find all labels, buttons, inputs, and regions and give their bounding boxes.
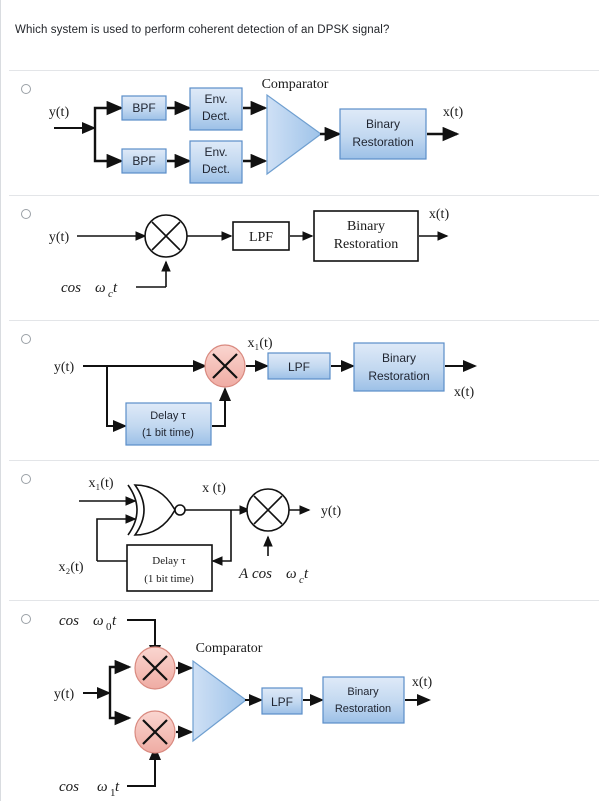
multiplier-x-glyph-top bbox=[142, 655, 168, 681]
label-carrier-bottom-t: t bbox=[115, 779, 120, 795]
label-env-top-1: Env. bbox=[204, 92, 227, 106]
label-binary-1: Binary bbox=[347, 686, 379, 698]
answer-option-a[interactable]: y(t) BPF BPF Env. Dect. Env. Dect. bbox=[9, 70, 599, 195]
label-carrier-bottom-subscript: 1 bbox=[110, 787, 116, 799]
label-input-y: y(t) bbox=[49, 230, 70, 245]
delay-box bbox=[125, 402, 212, 446]
binary-restoration-box bbox=[322, 676, 405, 724]
label-carrier-bottom-omega: ω bbox=[97, 779, 108, 795]
label-input-y: y(t) bbox=[49, 105, 70, 120]
binary-restoration-box bbox=[353, 342, 445, 392]
label-lpf: LPF bbox=[271, 695, 293, 709]
xnor-gate bbox=[127, 484, 186, 536]
label-carrier-subscript: c bbox=[108, 288, 113, 300]
label-gate-output-x: x (t) bbox=[202, 481, 226, 496]
multiplier-x-glyph bbox=[253, 495, 283, 525]
label-binary-1: Binary bbox=[366, 117, 400, 131]
answer-option-c[interactable]: y(t) Delay τ (1 bit time) x₁(t) LPF Bina… bbox=[9, 320, 599, 460]
label-binary-2: Restoration bbox=[335, 703, 391, 715]
label-carrier-bottom-cos: cos bbox=[59, 779, 79, 795]
label-carrier-cos: cos bbox=[61, 280, 81, 296]
label-carrier-omega: ω bbox=[95, 280, 106, 296]
label-delay-1: Delay τ bbox=[152, 555, 186, 567]
label-env-bottom-1: Env. bbox=[204, 145, 227, 159]
label-output-x: x(t) bbox=[412, 675, 433, 690]
label-comparator: Comparator bbox=[262, 77, 329, 92]
label-input-x2: x₂(t) bbox=[58, 560, 83, 575]
label-bpf-bottom: BPF bbox=[132, 154, 155, 168]
multiplier-x-glyph bbox=[212, 353, 238, 379]
label-binary-1: Binary bbox=[347, 219, 385, 234]
label-carrier-cos: cos bbox=[252, 566, 272, 582]
label-delay-2: (1 bit time) bbox=[142, 427, 194, 439]
label-carrier-top-t: t bbox=[112, 613, 117, 629]
label-carrier-t: t bbox=[113, 280, 118, 296]
label-comparator: Comparator bbox=[196, 641, 263, 656]
diagram-option-c: y(t) Delay τ (1 bit time) x₁(t) LPF Bina… bbox=[54, 336, 477, 446]
question-text: Which system is used to perform coherent… bbox=[15, 24, 390, 36]
label-delay-2: (1 bit time) bbox=[144, 573, 194, 585]
radio-option-a[interactable] bbox=[21, 84, 31, 94]
label-env-top-2: Dect. bbox=[202, 109, 230, 123]
label-output-x: x(t) bbox=[443, 105, 464, 120]
diagram-option-a: y(t) BPF BPF Env. Dect. Env. Dect. bbox=[49, 77, 464, 184]
label-env-bottom-2: Dect. bbox=[202, 162, 230, 176]
label-bpf-top: BPF bbox=[132, 101, 155, 115]
delay-box bbox=[126, 544, 213, 592]
diagram-option-d: x₁(t) x₂(t) x (t) Delay τ (1 bit time) bbox=[58, 476, 342, 592]
multiplier-x-glyph bbox=[151, 221, 181, 251]
comparator-triangle bbox=[266, 93, 323, 176]
radio-option-c[interactable] bbox=[21, 334, 31, 344]
label-x1-t: x₁(t) bbox=[247, 336, 272, 351]
label-carrier-top-cos: cos bbox=[59, 613, 79, 629]
label-carrier-top-subscript: 0 bbox=[106, 621, 112, 633]
label-lpf: LPF bbox=[288, 360, 310, 374]
label-output-x: x(t) bbox=[429, 207, 450, 222]
label-carrier-A: A bbox=[238, 566, 249, 582]
lpf-box bbox=[261, 687, 303, 715]
label-input-y: y(t) bbox=[54, 360, 75, 375]
label-carrier-top-omega: ω bbox=[93, 613, 104, 629]
label-carrier-omega: ω bbox=[286, 566, 297, 582]
inversion-bubble-icon bbox=[174, 504, 186, 516]
label-binary-1: Binary bbox=[382, 351, 416, 365]
label-input-x1: x₁(t) bbox=[88, 476, 113, 491]
label-binary-2: Restoration bbox=[352, 135, 413, 149]
label-carrier-subscript: c bbox=[299, 574, 304, 586]
label-lpf: LPF bbox=[249, 230, 273, 245]
radio-option-d[interactable] bbox=[21, 474, 31, 484]
label-delay-1: Delay τ bbox=[150, 410, 186, 422]
label-input-y: y(t) bbox=[54, 687, 75, 702]
answer-option-b[interactable]: y(t) LPF Binary Restoration x(t) cos ω c… bbox=[9, 195, 599, 320]
comparator-triangle bbox=[192, 659, 247, 743]
lpf-box bbox=[232, 221, 290, 251]
radio-option-b[interactable] bbox=[21, 209, 31, 219]
label-output-x: x(t) bbox=[454, 385, 475, 400]
diagram-option-e: cos ω 0 t cos ω 1 t y(t) Comp bbox=[54, 613, 433, 799]
radio-option-e[interactable] bbox=[21, 614, 31, 624]
answer-option-d[interactable]: x₁(t) x₂(t) x (t) Delay τ (1 bit time) bbox=[9, 460, 599, 600]
answer-option-e[interactable]: cos ω 0 t cos ω 1 t y(t) Comp bbox=[9, 600, 599, 800]
lpf-box bbox=[267, 352, 331, 380]
label-binary-2: Restoration bbox=[368, 369, 429, 383]
diagram-option-b: y(t) LPF Binary Restoration x(t) cos ω c… bbox=[49, 207, 450, 300]
multiplier-x-glyph-bottom bbox=[142, 719, 168, 745]
binary-restoration-box bbox=[313, 210, 419, 262]
label-output-y: y(t) bbox=[321, 504, 342, 519]
label-binary-2: Restoration bbox=[334, 237, 399, 252]
label-carrier-t: t bbox=[304, 566, 309, 582]
